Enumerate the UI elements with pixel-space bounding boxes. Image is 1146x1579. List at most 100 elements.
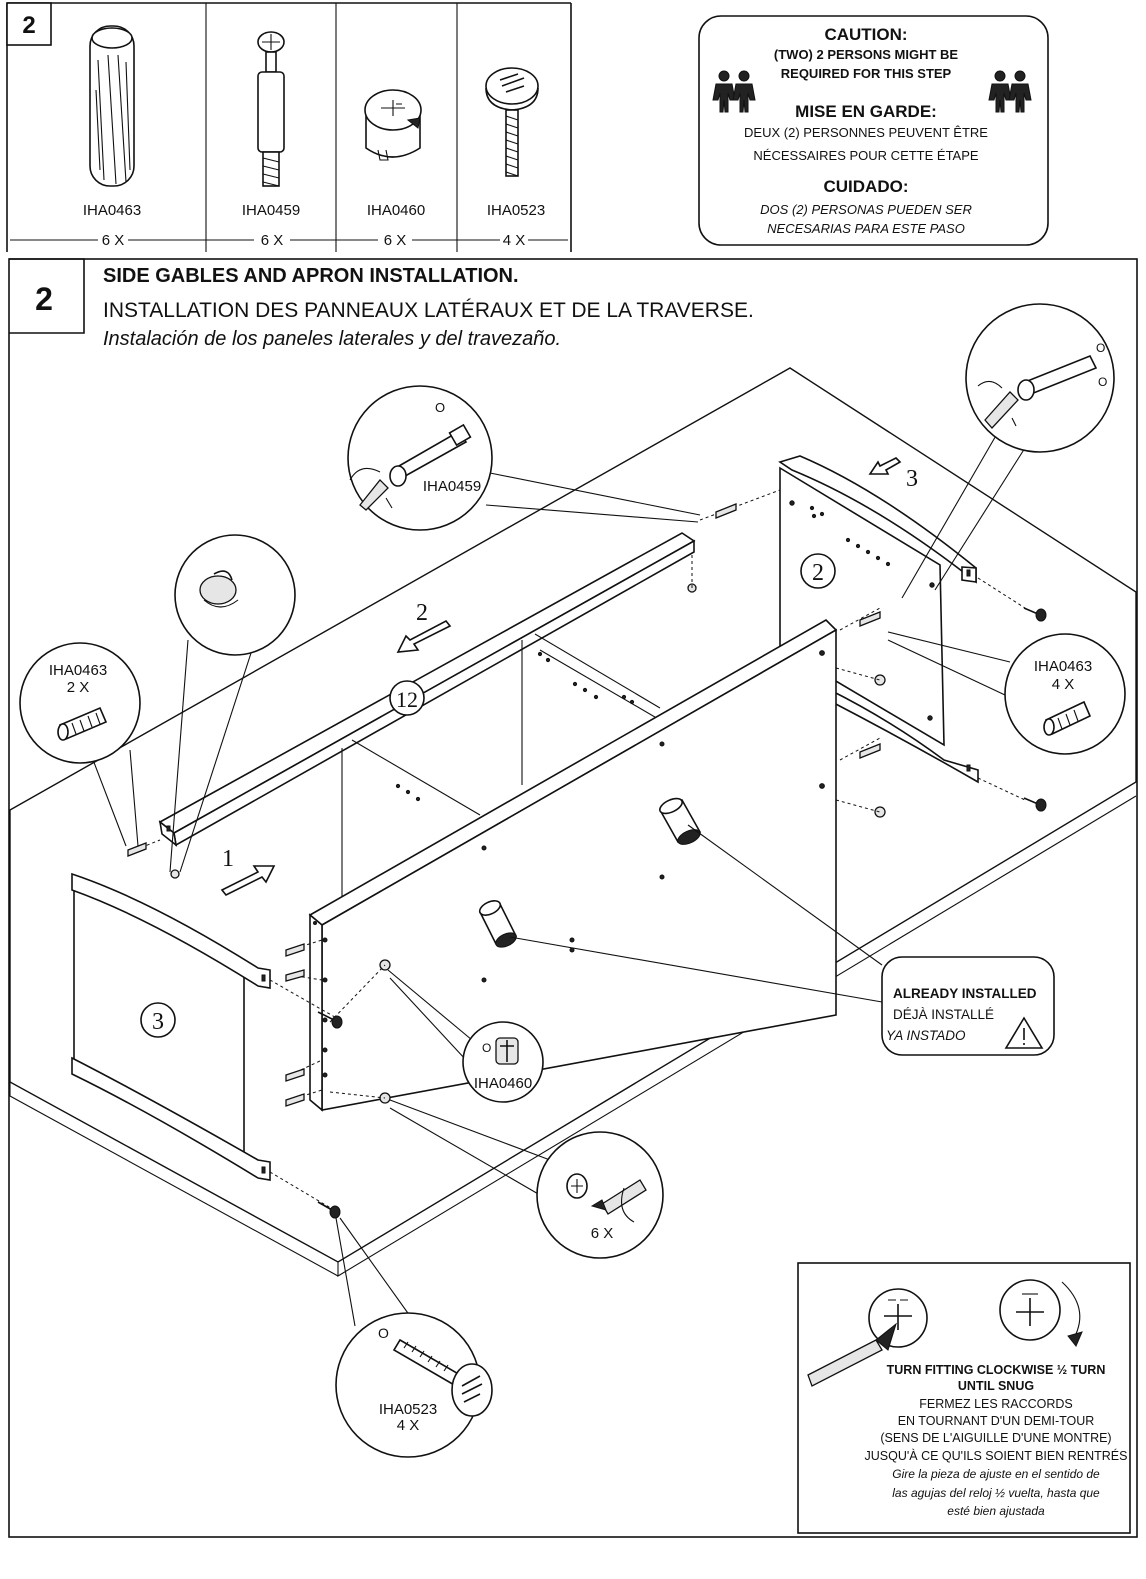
leveling-glide-icon (485, 67, 539, 177)
part-qty: 4 X (503, 232, 526, 249)
cam-lock-icon (364, 89, 422, 161)
turn-text-fr: FERMEZ LES RACCORDS (919, 1397, 1073, 1411)
installed-dowel (478, 900, 518, 948)
part-code: IHA0523 (487, 202, 545, 219)
callout-qty: 4 X (1052, 676, 1075, 693)
turn-text-en: TURN FITTING CLOCKWISE ½ TURN (887, 1363, 1106, 1377)
svg-text:12: 12 (396, 687, 418, 712)
hardware-panel: 2 (6, 2, 572, 252)
panel-label-left-gable: 3 (140, 1002, 176, 1038)
callout-dowel-right: IHA0463 4 X (887, 631, 1126, 755)
step-frame: 2 SIDE GABLES AND APRON INSTALLATION. IN… (8, 258, 1138, 1538)
two-persons-icon (712, 70, 756, 113)
callout-cam-bolt-right: O O (901, 303, 1115, 599)
quantity-row: 6 X 6 X 6 X 4 X (10, 232, 568, 249)
turn-text-fr: (SENS DE L'AIGUILLE D'UNE MONTRE) (880, 1431, 1111, 1445)
hardware-step-box (6, 2, 52, 46)
part-qty: 6 X (261, 232, 284, 249)
caution-title-en: CAUTION: (824, 25, 907, 44)
callout-code: IHA0463 (1034, 658, 1092, 675)
svg-text:2: 2 (812, 560, 824, 586)
already-installed-note: ALREADY INSTALLED DÉJÀ INSTALLÉ YA INSTA… (509, 824, 1055, 1056)
caution-title-fr: MISE EN GARDE: (795, 102, 937, 121)
hardware-guide-lines (129, 489, 1026, 1211)
glide-screw (317, 1201, 341, 1219)
svg-text:O: O (1096, 341, 1105, 355)
svg-text:O: O (435, 400, 445, 415)
clockwise-arrow-icon (1061, 1281, 1083, 1347)
callout-cam-lock-mini (169, 534, 296, 873)
back-apron (158, 532, 696, 879)
callout-label: IHA0460 (474, 1075, 532, 1092)
callout-cam-bolt: O IHA0459 (347, 385, 701, 531)
caution-line-es: DOS (2) PERSONAS PUEDEN SER (760, 202, 972, 217)
turn-text-es: las agujas del reloj ½ vuelta, hasta que (892, 1486, 1100, 1500)
glide-screw (317, 1011, 343, 1029)
callout-code: IHA0463 (49, 662, 107, 679)
part-code: IHA0459 (242, 202, 300, 219)
screwdriver-icon (807, 1322, 897, 1387)
front-apron (308, 583, 886, 1112)
caution-box: CAUTION: (TWO) 2 PERSONS MIGHT BE REQUIR… (698, 15, 1049, 246)
cam-bolt-icon (257, 31, 285, 187)
glide-screw (1023, 797, 1047, 812)
caution-line-fr: NÉCESSAIRES POUR CETTE ÉTAPE (753, 148, 978, 163)
step-title-fr: INSTALLATION DES PANNEAUX LATÉRAUX ET DE… (103, 299, 754, 322)
wood-dowel-icon (57, 706, 108, 741)
panel-label-right-gable: 2 (800, 553, 836, 589)
svg-text:1: 1 (222, 846, 234, 872)
wood-dowel-icon (89, 25, 135, 187)
direction-arrow-1: 1 (220, 846, 276, 897)
glide-screw (1023, 607, 1047, 622)
already-installed-en: ALREADY INSTALLED (893, 986, 1037, 1001)
svg-text:O: O (378, 1325, 389, 1341)
caution-line-fr: DEUX (2) PERSONNES PEUVENT ÊTRE (744, 125, 988, 140)
callout-code: IHA0523 (379, 1401, 437, 1418)
cam-lock-small (170, 869, 180, 879)
callout-screwdriver: 6 X (389, 1099, 664, 1259)
turn-fitting-box: TURN FITTING CLOCKWISE ½ TURN UNTIL SNUG… (797, 1262, 1131, 1534)
caution-line-es: NECESARIAS PARA ESTE PASO (767, 221, 965, 236)
caution-title-es: CUIDADO: (824, 177, 909, 196)
turn-text-es: Gire la pieza de ajuste en el sentido de (892, 1467, 1100, 1481)
callout-qty: 4 X (397, 1417, 420, 1434)
caution-line-en: REQUIRED FOR THIS STEP (781, 66, 952, 81)
direction-arrow-3: 3 (868, 457, 918, 492)
svg-text:3: 3 (906, 466, 918, 492)
two-persons-icon (988, 70, 1032, 113)
part-qty: 6 X (384, 232, 407, 249)
already-installed-fr: DÉJÀ INSTALLÉ (893, 1007, 994, 1022)
step-title-en: SIDE GABLES AND APRON INSTALLATION. (103, 265, 519, 287)
turn-text-en: UNTIL SNUG (958, 1379, 1034, 1393)
turn-text-fr: EN TOURNANT D'UN DEMI-TOUR (898, 1414, 1095, 1428)
direction-arrow-2: 2 (396, 600, 452, 653)
callout-qty: 2 X (67, 679, 90, 696)
part-code: IHA0463 (83, 202, 141, 219)
step-number: 2 (35, 281, 53, 317)
loose-hardware (127, 503, 1047, 1219)
leveling-glide-icon (392, 1338, 493, 1417)
hardware-step-number: 2 (22, 12, 35, 39)
step-title-es: Instalación de los paneles laterales y d… (103, 328, 561, 350)
turn-text-fr: JUSQU'À CE QU'ILS SOIENT BIEN RENTRÉS (865, 1448, 1128, 1463)
caution-line-en: (TWO) 2 PERSONS MIGHT BE (774, 47, 959, 62)
already-installed-es: YA INSTADO (886, 1028, 966, 1043)
part-code: IHA0460 (367, 202, 425, 219)
callout-cam-lock: O IHA0460 (387, 969, 544, 1103)
warning-triangle-icon (1004, 1016, 1044, 1049)
installed-dowel (658, 797, 702, 845)
svg-text:O: O (1098, 375, 1107, 389)
cam-lock-face-icon (999, 1279, 1061, 1341)
right-gable (778, 455, 979, 784)
callout-glide: O IHA0523 4 X (335, 1217, 493, 1458)
callout-label: IHA0459 (423, 478, 481, 495)
turn-text-es: esté bien ajustada (947, 1504, 1045, 1518)
cam-lock-face-icon (868, 1288, 928, 1348)
wood-dowel-icon (1043, 700, 1092, 736)
svg-text:3: 3 (152, 1009, 164, 1035)
callout-qty: 6 X (591, 1225, 614, 1242)
part-qty: 6 X (102, 232, 125, 249)
svg-text:2: 2 (416, 600, 428, 626)
panel-label-apron: 12 (389, 680, 425, 716)
